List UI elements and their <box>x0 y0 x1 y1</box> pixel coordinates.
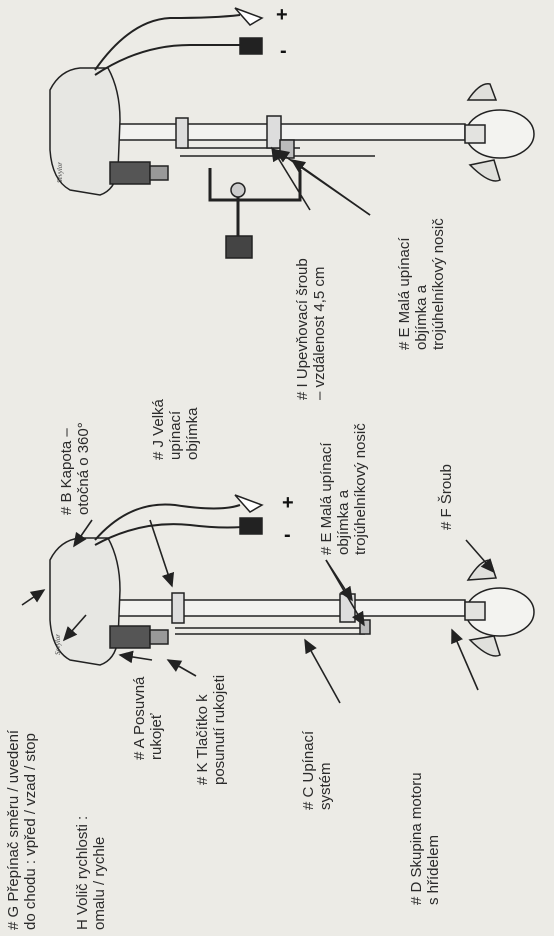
label-f: # F Šroub <box>438 464 455 530</box>
minus-sign-lower: - <box>284 524 291 546</box>
plus-sign-upper: + <box>276 4 288 26</box>
svg-text:Sevylor: Sevylor <box>54 634 62 655</box>
label-h: H Volič rychlosti :omalu / rychle <box>74 815 108 930</box>
label-b: # B Kapota –otočná o 360° <box>58 422 92 515</box>
minus-sign-upper: - <box>280 40 287 62</box>
tiller-handle <box>109 625 151 649</box>
large-clamp <box>171 592 185 624</box>
svg-text:Sevylor: Sevylor <box>56 162 64 183</box>
motor-shaft <box>109 599 466 617</box>
plus-sign-lower: + <box>282 492 294 514</box>
leader-lines <box>21 146 496 704</box>
motor-shaft-upper <box>109 123 466 141</box>
label-i: # I Upevňovací šroub– vzdálenost 4,5 cm <box>294 258 328 400</box>
motor-illustration-lower: Sevylor <box>49 494 535 666</box>
motor-illustration-upper: Sevylor <box>49 7 535 259</box>
